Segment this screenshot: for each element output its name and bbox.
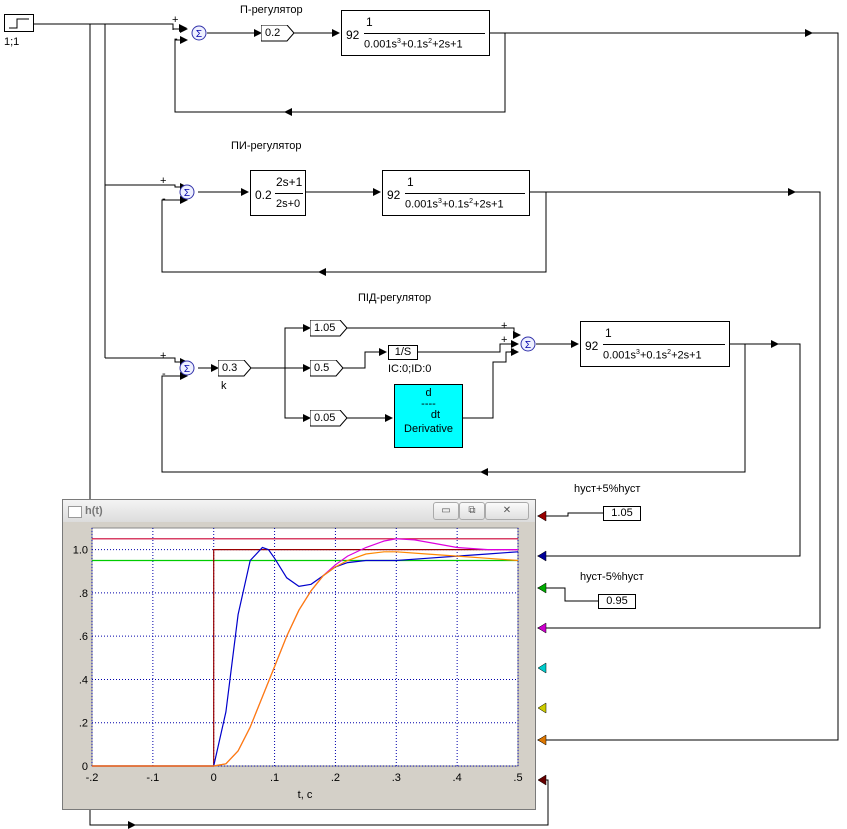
pid-kp-value: 1.05: [314, 322, 336, 334]
pi-controller-block[interactable]: 0.2 2s+1 2s+0: [250, 170, 306, 216]
y-tick-label: .8: [79, 588, 88, 600]
fraction-bar: [405, 193, 525, 194]
derivative-dashes: ----: [421, 398, 436, 410]
p-gain-block[interactable]: [261, 25, 295, 42]
scope-input-arrow: [537, 622, 547, 634]
upper-limit-label: hуст+5%hуст: [574, 483, 641, 495]
y-tick-label: 0: [82, 761, 88, 773]
derivative-d: d: [425, 387, 432, 399]
pi-gain: 0.2: [255, 188, 272, 202]
sum-pi: [179, 184, 195, 200]
x-tick-label: -.2: [86, 772, 99, 784]
pi-sum-plus: +: [160, 175, 167, 187]
derivative-name: Derivative: [404, 423, 453, 435]
x-tick-label: .5: [513, 772, 522, 784]
pi-num: 2s+1: [276, 175, 303, 189]
pid-title: ПІД-регулятор: [358, 292, 432, 304]
series-line: [92, 551, 519, 767]
x-tick-label: 0: [211, 772, 217, 784]
plant-num: 1: [407, 175, 414, 189]
p-sum-plus: +: [172, 14, 179, 26]
x-tick-label: -.1: [146, 772, 159, 784]
plant-den: 0.001s3+0.1s2+2s+1: [603, 349, 702, 362]
svg-text:Σ: Σ: [184, 188, 190, 199]
pid-kd-value: 0.05: [314, 412, 336, 424]
svg-text:Σ: Σ: [525, 340, 531, 351]
y-tick-label: .2: [79, 718, 88, 730]
scope-input-arrow: [537, 550, 547, 562]
pid-k-value: 0.3: [222, 362, 238, 374]
scope-input-arrow: [537, 702, 547, 714]
pid-out-sum-plus-3: +: [510, 346, 517, 358]
pi-sum-minus: -: [162, 193, 166, 205]
pid-sum-plus: +: [160, 350, 167, 362]
pi-title: ПИ-регулятор: [231, 140, 302, 152]
pi-plant-block[interactable]: 92 1 0.001s3+0.1s2+2s+1: [382, 170, 530, 216]
p-sum-minus: -: [174, 33, 178, 45]
y-tick-label: .6: [79, 631, 88, 643]
pid-derivative-block[interactable]: d ---- dt Derivative: [394, 384, 463, 448]
plant-den: 0.001s3+0.1s2+2s+1: [405, 198, 504, 211]
x-tick-label: .4: [453, 772, 462, 784]
x-tick-label: .1: [270, 772, 279, 784]
fraction-bar: [275, 193, 303, 194]
lower-limit-label: hуст-5%hуст: [580, 571, 644, 583]
plant-num: 1: [605, 326, 612, 340]
plant-gain: 92: [585, 339, 599, 353]
svg-text:Σ: Σ: [196, 29, 202, 40]
minimize-button[interactable]: ▭: [433, 502, 459, 520]
derivative-dt: dt: [430, 409, 441, 421]
scope-input-arrow: [537, 662, 547, 674]
pid-k-label: k: [221, 380, 227, 392]
plant-den: 0.001s3+0.1s2+2s+1: [364, 38, 463, 51]
plant-gain: 92: [387, 188, 401, 202]
y-tick-label: 1.0: [73, 545, 88, 557]
pi-den: 2s+0: [276, 198, 301, 210]
scope-input-arrow: [537, 582, 547, 594]
x-tick-label: .2: [331, 772, 340, 784]
pid-out-sum-plus-1: +: [501, 320, 508, 332]
fraction-bar: [364, 33, 485, 34]
pid-kd-block[interactable]: [310, 410, 348, 427]
pid-integrator-block[interactable]: 1/S: [388, 345, 418, 360]
upper-limit-const[interactable]: 1.05: [603, 506, 641, 521]
scope-input-arrow: [537, 510, 547, 522]
sum-p: [191, 25, 207, 41]
window-icon: [68, 506, 82, 518]
pid-sum-minus: -: [162, 368, 166, 380]
scope-input-arrow: [537, 734, 547, 746]
pid-kp-block[interactable]: [310, 320, 348, 337]
pid-plant-block[interactable]: 92 1 0.001s3+0.1s2+2s+1: [580, 321, 730, 367]
x-axis-label: t, с: [298, 789, 313, 801]
fraction-bar: [603, 344, 725, 345]
pid-out-sum-plus-2: +: [501, 334, 508, 346]
plant-num: 1: [366, 15, 373, 29]
scope-title: h(t): [85, 505, 103, 517]
pid-ki-value: 0.5: [314, 362, 330, 374]
x-tick-label: .3: [392, 772, 401, 784]
step-source-block[interactable]: [4, 14, 34, 32]
p-title: П-регулятор: [240, 4, 303, 16]
p-gain-value: 0.2: [265, 27, 281, 39]
close-button[interactable]: ✕: [485, 502, 529, 520]
sum-pid-error: [179, 360, 195, 376]
plot-area: [91, 527, 519, 767]
y-tick-label: .4: [79, 674, 88, 686]
p-plant-block[interactable]: 92 1 0.001s3+0.1s2+2s+1: [341, 10, 490, 56]
series-line: [92, 546, 519, 767]
sum-pid-out: [520, 336, 536, 352]
pid-ki-block[interactable]: [310, 360, 344, 377]
step-label: 1;1: [4, 36, 20, 48]
restore-button[interactable]: ⧉: [459, 502, 485, 520]
pid-k-gain-block[interactable]: [218, 360, 252, 377]
step-icon: [9, 18, 29, 29]
pid-integrator-ic: IC:0;ID:0: [388, 363, 432, 375]
scope-titlebar[interactable]: h(t) ▭ ⧉ ✕: [63, 500, 535, 522]
plant-gain: 92: [346, 28, 360, 42]
scope-input-arrow: [537, 774, 547, 786]
lower-limit-const[interactable]: 0.95: [598, 594, 636, 609]
svg-text:Σ: Σ: [184, 364, 190, 375]
